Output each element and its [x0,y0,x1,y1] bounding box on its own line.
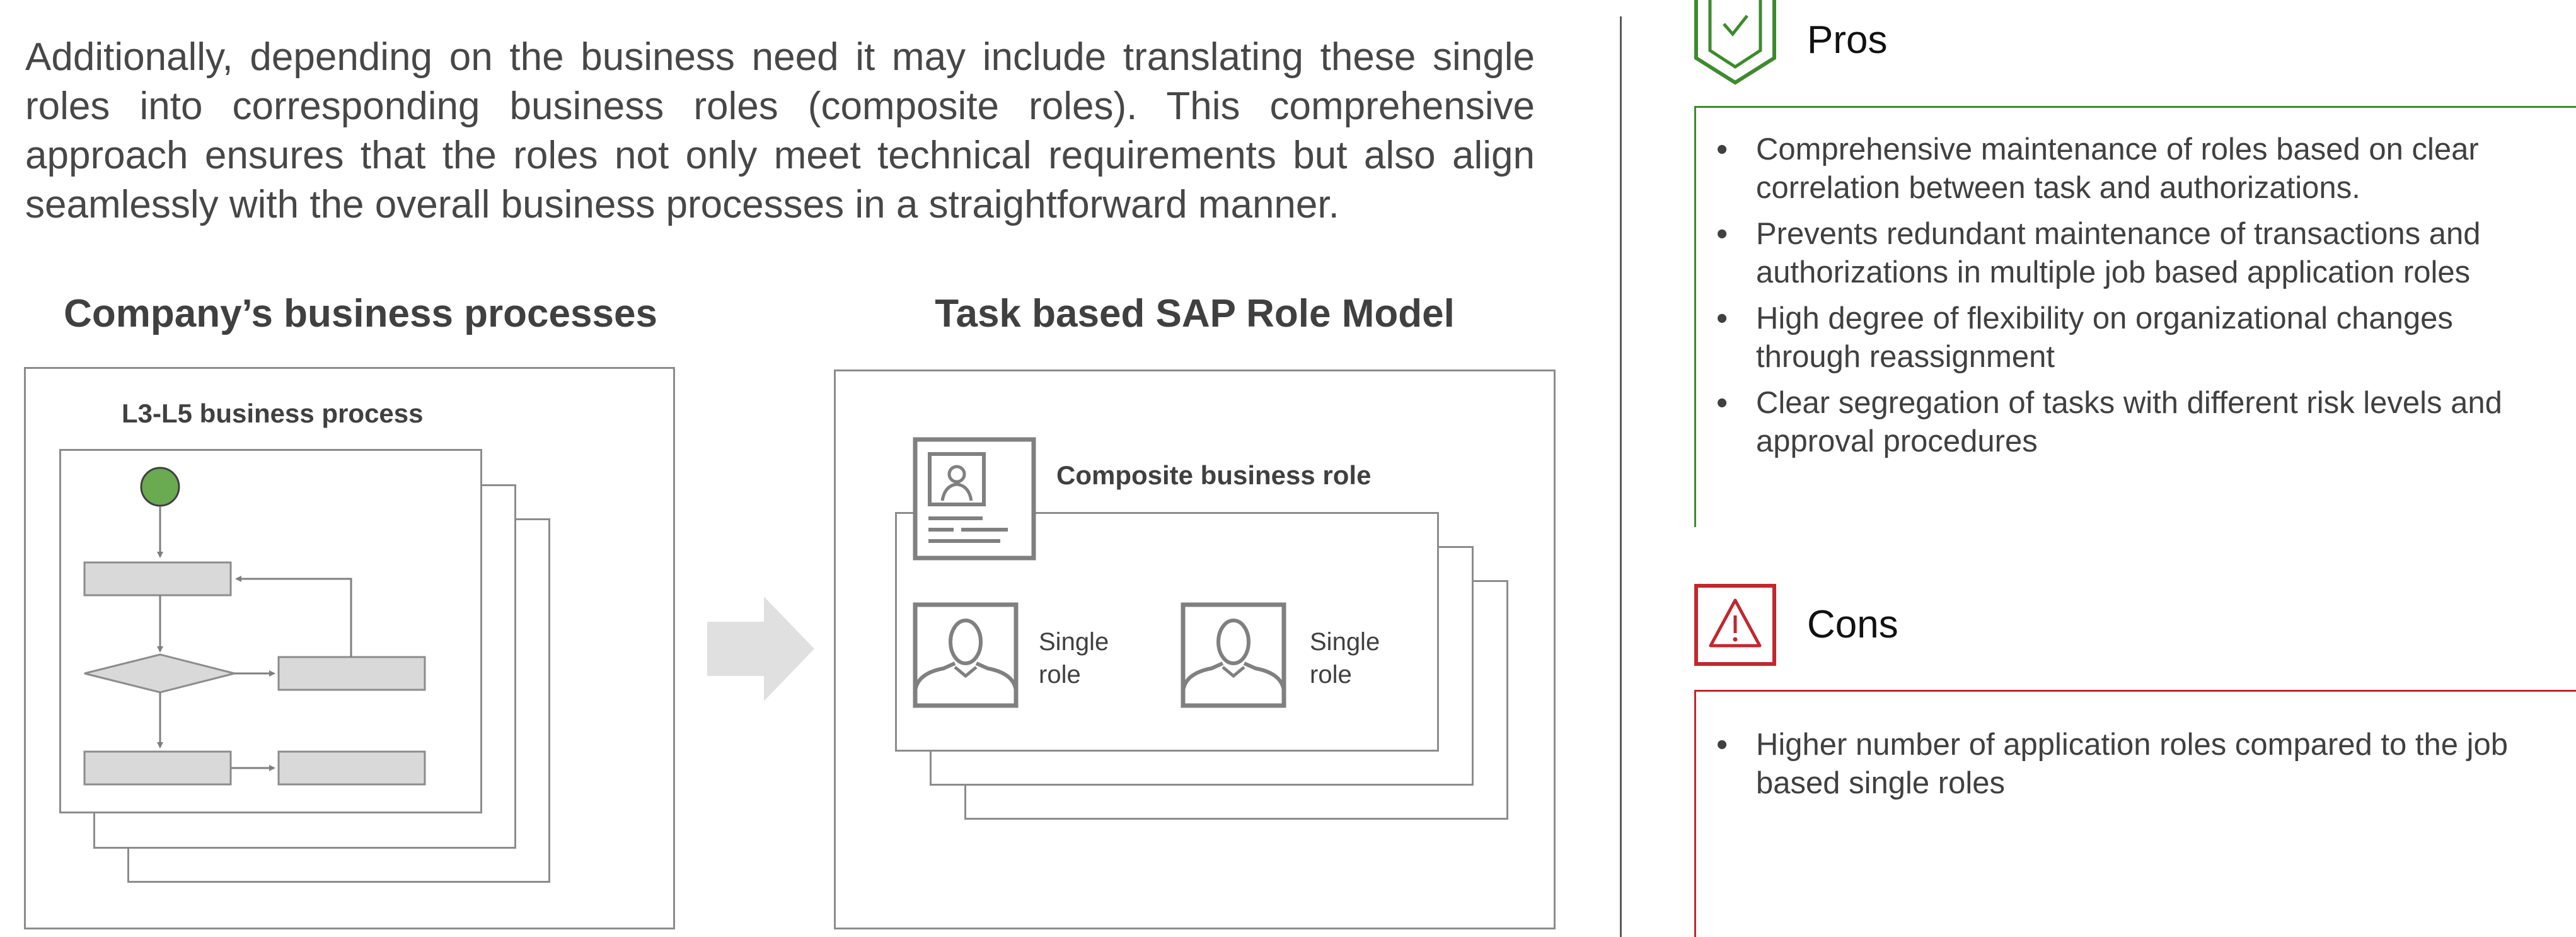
flow-task-box-1 [83,561,232,597]
flow-task-box-3 [83,750,232,786]
transition-arrow-icon [707,597,814,701]
composite-role-label: Composite business role [1056,460,1372,490]
column-divider [1620,16,1622,937]
business-processes-heading: Company’s business processes [64,292,657,335]
intro-paragraph: Additionally, depending on the business … [25,35,1535,226]
process-level-label: L3-L5 business process [122,399,424,428]
single-role-label-2: Single role [1310,628,1380,689]
pros-item: Prevents redundant maintenance of transa… [1696,215,2541,292]
role-model-heading: Task based SAP Role Model [935,292,1455,335]
single-role-user-icon [1181,602,1286,708]
warning-triangle-icon [1694,584,1776,666]
cons-list: Higher number of application roles compa… [1696,726,2541,803]
pros-item: Comprehensive maintenance of roles based… [1696,131,2541,207]
cons-box: Higher number of application roles compa… [1694,690,2576,937]
single-role-user-icon [913,602,1019,708]
shield-check-icon [1694,0,1776,85]
process-flow-diagram [83,467,426,786]
cons-title: Cons [1807,603,1898,646]
single-role-label-1: Single role [1039,628,1109,689]
cons-item: Higher number of application roles compa… [1696,726,2541,803]
flow-task-box-4 [277,750,426,786]
process-sheet-front [59,449,482,813]
composite-role-badge-icon [913,437,1036,561]
pros-item: Clear segregation of tasks with differen… [1696,384,2541,461]
pros-item: High degree of flexibility on organizati… [1696,300,2541,376]
flow-task-box-2 [277,656,426,691]
pros-title: Pros [1807,18,1888,62]
pros-box: Comprehensive maintenance of roles based… [1694,106,2576,527]
flow-decision-diamond [84,653,235,694]
pros-list: Comprehensive maintenance of roles based… [1696,131,2541,461]
flow-start-node [140,467,180,507]
